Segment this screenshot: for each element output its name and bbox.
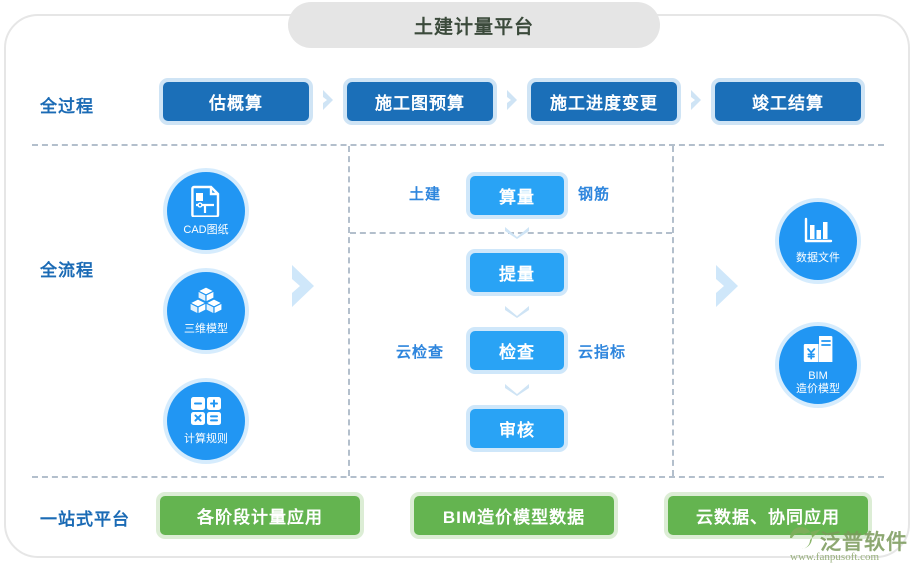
step-right-label-3: 云指标 bbox=[578, 344, 627, 361]
divider-process-workflow bbox=[32, 144, 884, 146]
flow-step-button-1[interactable]: 算量 bbox=[466, 172, 568, 219]
row-label-process: 全过程 bbox=[40, 97, 94, 116]
input-circle-rules[interactable]: 计算规则 bbox=[163, 378, 249, 464]
divider-workflow-platform bbox=[32, 476, 884, 478]
flow-step-button-4[interactable]: 审核 bbox=[466, 405, 568, 452]
chevron-right-large-icon bbox=[712, 263, 750, 309]
output-circle-data-file[interactable]: 数据文件 bbox=[775, 198, 861, 284]
output-circle-bim-model[interactable]: BIM 造价模型 bbox=[775, 322, 861, 408]
output-circle-label: BIM 造价模型 bbox=[796, 369, 840, 395]
row-label-workflow: 全流程 bbox=[40, 261, 94, 280]
step-left-label-1: 土建 bbox=[409, 186, 442, 203]
calculator-icon bbox=[190, 396, 222, 431]
chevron-down-icon bbox=[504, 383, 530, 396]
stage-button-2[interactable]: 施工图预算 bbox=[343, 78, 497, 125]
page-title: 土建计量平台 bbox=[288, 2, 660, 48]
platform-button-1[interactable]: 各阶段计量应用 bbox=[156, 492, 364, 539]
step-right-label-1: 钢筋 bbox=[578, 186, 611, 203]
chevron-right-icon bbox=[505, 89, 519, 111]
input-circle-label: 计算规则 bbox=[184, 433, 228, 445]
flow-step-button-2[interactable]: 提量 bbox=[466, 249, 568, 296]
stage-button-1[interactable]: 估概算 bbox=[159, 78, 313, 125]
stage-button-4[interactable]: 竣工结算 bbox=[711, 78, 865, 125]
platform-button-2[interactable]: BIM造价模型数据 bbox=[410, 492, 618, 539]
chevron-down-icon bbox=[504, 226, 530, 239]
chevron-right-large-icon bbox=[288, 263, 326, 309]
row-label-platform: 一站式平台 bbox=[40, 510, 130, 529]
cubes-3d-icon bbox=[189, 286, 223, 321]
bar-chart-icon bbox=[803, 217, 833, 250]
chevron-right-icon bbox=[321, 89, 335, 111]
input-circle-cad[interactable]: CAD图纸 bbox=[163, 168, 249, 254]
building-cost-icon bbox=[803, 335, 833, 368]
input-circle-model[interactable]: 三维模型 bbox=[163, 268, 249, 354]
divider-workflow-right bbox=[672, 146, 674, 476]
divider-workflow-left bbox=[348, 146, 350, 476]
input-circle-label: 三维模型 bbox=[184, 323, 228, 335]
stage-button-3[interactable]: 施工进度变更 bbox=[527, 78, 681, 125]
input-circle-label: CAD图纸 bbox=[183, 224, 229, 236]
step-left-label-3: 云检查 bbox=[396, 344, 445, 361]
flow-step-button-3[interactable]: 检查 bbox=[466, 327, 568, 374]
chevron-down-icon bbox=[504, 305, 530, 318]
blueprint-document-icon bbox=[191, 185, 221, 222]
platform-button-3[interactable]: 云数据、协同应用 bbox=[664, 492, 872, 539]
output-circle-label: 数据文件 bbox=[796, 252, 840, 264]
chevron-right-icon bbox=[689, 89, 703, 111]
